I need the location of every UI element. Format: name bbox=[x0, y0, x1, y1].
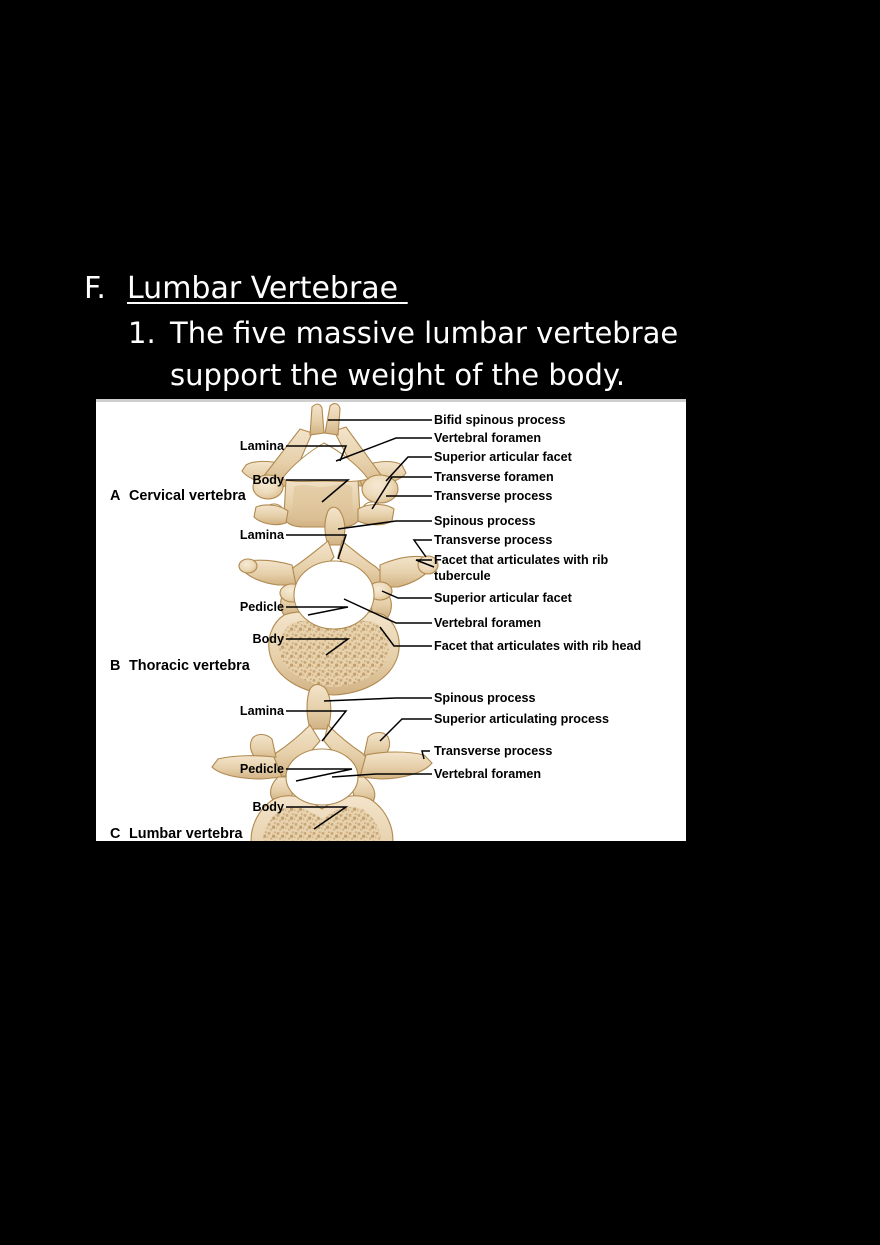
panel-top-strip bbox=[96, 399, 686, 402]
label-facet-rib-head: Facet that articulates with rib head bbox=[434, 639, 641, 653]
panel-c-caption: C Lumbar vertebra bbox=[110, 826, 244, 841]
label-transverse-process: Transverse process bbox=[434, 533, 552, 547]
label-vertebral-foramen: Vertebral foramen bbox=[434, 767, 541, 781]
panel-c-lumbar: Spinous process Superior articulating pr… bbox=[110, 683, 609, 841]
caption-text-a: Cervical vertebra bbox=[129, 488, 247, 504]
label-facet-rib-tubercule-line2: tubercule bbox=[434, 569, 491, 583]
label-body: Body bbox=[253, 800, 284, 814]
label-spinous-process: Spinous process bbox=[434, 691, 535, 705]
panel-b-leader-lines bbox=[286, 520, 435, 656]
outline-item-1: 1. The five massive lumbar vertebrae sup… bbox=[0, 312, 880, 396]
outline-body-text: The five massive lumbar vertebrae suppor… bbox=[170, 316, 679, 392]
label-transverse-foramen: Transverse foramen bbox=[434, 470, 554, 484]
caption-text-c: Lumbar vertebra bbox=[129, 826, 244, 841]
outline-marker-f: F. bbox=[84, 271, 106, 306]
label-lamina: Lamina bbox=[240, 439, 285, 453]
label-superior-articulating-process: Superior articulating process bbox=[434, 712, 609, 726]
label-vertebral-foramen: Vertebral foramen bbox=[434, 431, 541, 445]
caption-letter-c: C bbox=[110, 826, 120, 841]
label-lamina: Lamina bbox=[240, 704, 285, 718]
panel-c-right-labels: Spinous process Superior articulating pr… bbox=[434, 691, 609, 781]
vertebrae-figure: Bifid spinous process Vertebral foramen … bbox=[96, 399, 686, 841]
outline-item-f: F. Lumbar Vertebrae bbox=[0, 268, 880, 310]
slide-text-block: F. Lumbar Vertebrae 1. The five massive … bbox=[0, 268, 880, 396]
label-vertebral-foramen: Vertebral foramen bbox=[434, 616, 541, 630]
label-superior-articular-facet: Superior articular facet bbox=[434, 591, 573, 605]
caption-letter-a: A bbox=[110, 488, 121, 504]
panel-b-thoracic: Spinous process Transverse process Facet… bbox=[110, 506, 641, 696]
label-bifid-spinous-process: Bifid spinous process bbox=[434, 413, 566, 427]
label-body: Body bbox=[253, 473, 284, 487]
page-title: Lumbar Vertebrae bbox=[127, 271, 408, 306]
label-pedicle: Pedicle bbox=[240, 600, 284, 614]
label-transverse-process: Transverse process bbox=[434, 489, 552, 503]
panel-b-left-labels: Lamina Pedicle Body bbox=[240, 528, 285, 646]
panel-b-right-labels: Spinous process Transverse process Facet… bbox=[434, 514, 641, 653]
vertebrae-diagram-svg: Bifid spinous process Vertebral foramen … bbox=[110, 403, 641, 841]
label-pedicle: Pedicle bbox=[240, 762, 284, 776]
label-spinous-process: Spinous process bbox=[434, 514, 535, 528]
label-body: Body bbox=[253, 632, 284, 646]
label-facet-rib-tubercule-line1: Facet that articulates with rib bbox=[434, 553, 609, 567]
panel-a-caption: A Cervical vertebra bbox=[110, 488, 247, 504]
panel-a-leader-lines bbox=[286, 419, 432, 510]
outline-marker-1: 1. bbox=[128, 316, 156, 350]
label-superior-articular-facet: Superior articular facet bbox=[434, 450, 573, 464]
caption-letter-b: B bbox=[110, 658, 120, 674]
panel-a-left-labels: Lamina Body bbox=[240, 439, 285, 487]
panel-c-leader-lines bbox=[286, 697, 432, 830]
panel-b-caption: B Thoracic vertebra bbox=[110, 658, 251, 674]
panel-c-left-labels: Lamina Pedicle Body bbox=[240, 704, 285, 814]
label-lamina: Lamina bbox=[240, 528, 285, 542]
label-transverse-process: Transverse process bbox=[434, 744, 552, 758]
panel-a-right-labels: Bifid spinous process Vertebral foramen … bbox=[434, 413, 573, 503]
caption-text-b: Thoracic vertebra bbox=[129, 658, 251, 674]
panel-a-cervical: Bifid spinous process Vertebral foramen … bbox=[110, 403, 573, 528]
cervical-vertebra-illustration bbox=[241, 403, 407, 528]
